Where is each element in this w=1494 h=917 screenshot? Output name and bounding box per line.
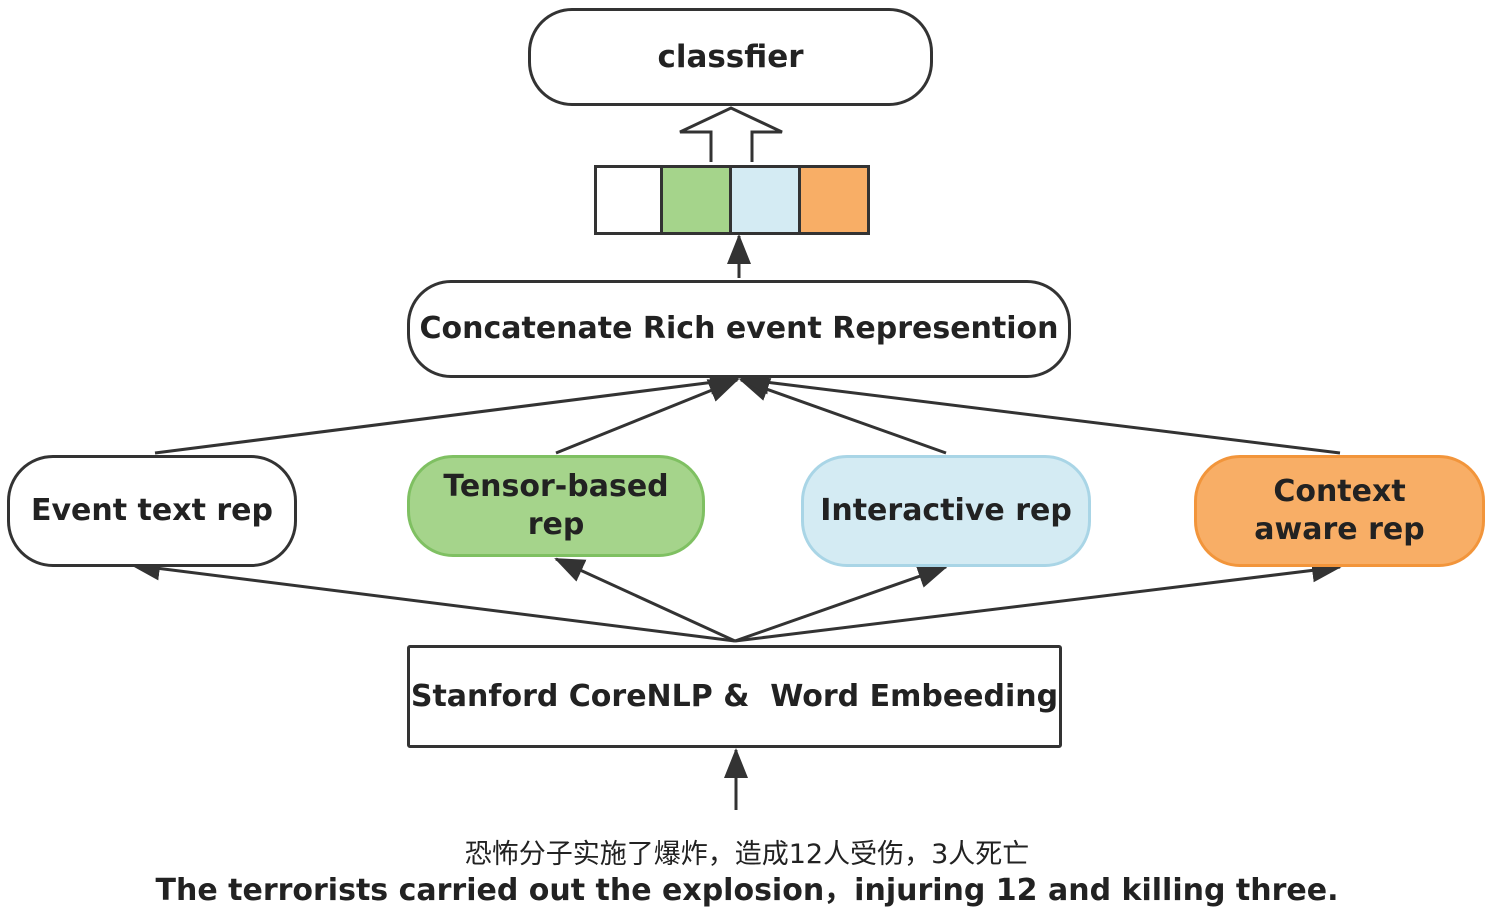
corenlp-embedding-node: Stanford CoreNLP & Word Embeeding — [407, 645, 1062, 748]
vector-cell-white — [594, 165, 663, 235]
arrow-event-text-to-concat — [154, 370, 740, 455]
classifier-node: classfier — [528, 8, 933, 106]
input-sentence-english: The terrorists carried out the explosion… — [155, 873, 1339, 908]
context-aware-rep-label: Context aware rep — [1254, 474, 1425, 547]
corenlp-embedding-label: Stanford CoreNLP & Word Embeeding — [410, 678, 1059, 714]
context-aware-rep-node: Context aware rep — [1194, 455, 1485, 567]
arrow-corenlp-to-interactive — [734, 564, 948, 643]
input-sentence-chinese: 恐怖分子实施了爆炸，造成12人受伤，3人死亡 — [464, 839, 1030, 870]
arrow-tensor-to-concat — [555, 378, 739, 455]
hollow-arrow-to-classifier — [679, 106, 783, 162]
vector-cell-orange — [801, 165, 870, 235]
vector-cell-light-blue — [732, 165, 801, 235]
interactive-rep-label: Interactive rep — [820, 493, 1072, 528]
event-text-rep-node: Event text rep — [7, 455, 297, 567]
event-text-rep-label: Event text rep — [31, 493, 273, 528]
vector-cell-green — [663, 165, 732, 235]
concatenate-node: Concatenate Rich event Represention — [407, 280, 1071, 378]
arrow-corenlp-to-tensor — [554, 557, 736, 643]
concatenate-label: Concatenate Rich event Represention — [419, 311, 1059, 346]
arrow-corenlp-to-context — [734, 558, 1342, 643]
arrow-interactive-to-concat — [739, 378, 947, 455]
arrow-corenlp-to-event-text — [130, 556, 736, 643]
classifier-label: classfier — [657, 39, 804, 75]
tensor-based-rep-label: Tensor-based rep — [443, 469, 669, 542]
arrow-context-to-concat — [739, 370, 1341, 455]
tensor-based-rep-node: Tensor-based rep — [407, 455, 705, 557]
interactive-rep-node: Interactive rep — [801, 455, 1091, 567]
